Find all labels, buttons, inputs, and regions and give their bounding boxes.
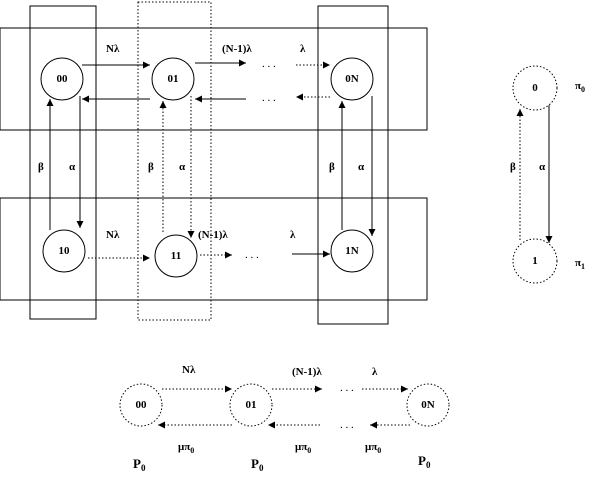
state-node-00: 00 bbox=[40, 57, 84, 101]
agg-mu-label-3: μπ0 bbox=[365, 441, 381, 455]
agg-state-label-0N: 0N bbox=[421, 399, 435, 411]
agg-rate-label-3: λ bbox=[372, 366, 378, 378]
env-state-node-1: 1 bbox=[512, 238, 558, 284]
agg-state-node-00: 00 bbox=[119, 383, 163, 427]
agg-ellipsis-back: . . . bbox=[340, 419, 354, 431]
rate-label-top-2: (N-1)λ bbox=[222, 43, 252, 55]
agg-state-node-01: 01 bbox=[229, 383, 273, 427]
env-pi1-label: π1 bbox=[575, 257, 585, 271]
state-node-11: 11 bbox=[154, 234, 198, 278]
rate-label-bottom-1: Nλ bbox=[106, 229, 120, 241]
agg-p0-label-1: P0 bbox=[133, 456, 146, 473]
state-label-01: 01 bbox=[168, 73, 179, 85]
agg-ellipsis-forward: . . . bbox=[340, 382, 354, 394]
alpha-label-col-1: α bbox=[179, 161, 186, 173]
rate-label-top-3: λ bbox=[300, 43, 306, 55]
state-node-01: 01 bbox=[151, 57, 195, 101]
state-node-10: 10 bbox=[42, 229, 86, 273]
agg-p0-label-3: P0 bbox=[418, 453, 431, 470]
env-state-label-0: 0 bbox=[532, 82, 538, 94]
column-1-box bbox=[137, 1, 212, 321]
state-label-11: 11 bbox=[171, 250, 181, 262]
agg-state-label-01: 01 bbox=[246, 399, 257, 411]
alpha-label-col-0: α bbox=[69, 161, 76, 173]
agg-rate-label-1: Nλ bbox=[182, 364, 196, 376]
state-node-0N: 0N bbox=[330, 57, 374, 101]
column-0-box bbox=[29, 5, 97, 320]
state-label-0N: 0N bbox=[345, 73, 359, 85]
env-beta-label: β bbox=[510, 161, 516, 173]
beta-label-col-1: β bbox=[148, 161, 154, 173]
env-state-label-1: 1 bbox=[532, 255, 538, 267]
ellipsis-bottom: . . . bbox=[245, 249, 259, 261]
agg-state-label-00: 00 bbox=[136, 399, 148, 411]
beta-label-col-0: β bbox=[38, 161, 44, 173]
row-0-box bbox=[0, 27, 428, 131]
agg-state-node-0N: 0N bbox=[406, 383, 450, 427]
state-node-1N: 1N bbox=[330, 229, 374, 273]
beta-label-col-N: β bbox=[329, 161, 335, 173]
alpha-label-col-N: α bbox=[358, 161, 365, 173]
env-alpha-label: α bbox=[539, 161, 546, 173]
state-label-00: 00 bbox=[57, 73, 69, 85]
column-N-box bbox=[317, 5, 389, 325]
ellipsis-top-back: . . . bbox=[262, 92, 276, 104]
agg-mu-label-2: μπ0 bbox=[295, 441, 311, 455]
env-pi0-label: π0 bbox=[575, 80, 585, 94]
row-1-box bbox=[0, 197, 428, 301]
state-label-10: 10 bbox=[59, 245, 71, 257]
rate-label-top-1: Nλ bbox=[106, 43, 120, 55]
agg-mu-label-1: μπ0 bbox=[178, 441, 194, 455]
rate-label-bottom-3: λ bbox=[290, 229, 296, 241]
ellipsis-top-forward: . . . bbox=[262, 58, 276, 70]
agg-p0-label-2: P0 bbox=[251, 456, 264, 473]
rate-label-bottom-2: (N-1)λ bbox=[198, 229, 228, 241]
state-label-1N: 1N bbox=[345, 245, 359, 257]
agg-rate-label-2: (N-1)λ bbox=[292, 366, 322, 378]
env-state-node-0: 0 bbox=[512, 65, 558, 111]
